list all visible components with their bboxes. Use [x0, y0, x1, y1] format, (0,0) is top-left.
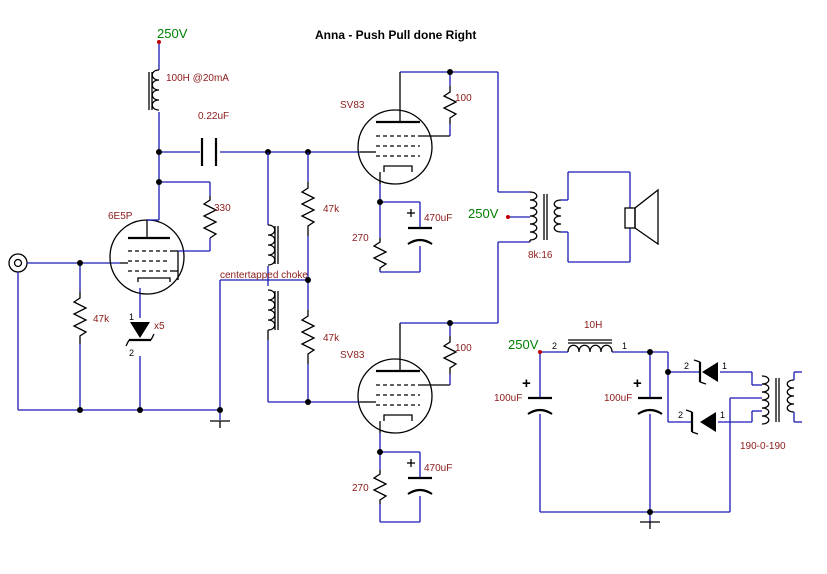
psu-choke-pin1: 1 [622, 341, 627, 351]
screen-resistor-top-label: 100 [455, 93, 472, 104]
coupling-cap-icon [200, 138, 218, 166]
diode2-pin2: 2 [678, 410, 683, 420]
output-transformer-label: 8k:16 [528, 250, 553, 261]
cathode-resistor-top-label: 270 [352, 233, 369, 244]
driver-tube-icon [109, 219, 185, 295]
speaker-icon [624, 188, 659, 246]
grid-resistor-bottom-icon [300, 310, 316, 364]
centertapped-choke-icon [267, 224, 279, 340]
output-transformer-wiring [508, 171, 631, 263]
led-label: x5 [154, 321, 165, 332]
supply-label-top: 250V [157, 26, 188, 41]
rectifier-diode1-icon [693, 359, 718, 385]
grid-resistor-bottom-label: 47k [323, 333, 340, 344]
psu-wiring [538, 349, 762, 522]
ground-symbol [210, 420, 230, 428]
input-jack [8, 253, 28, 273]
input-resistor-label: 47k [93, 314, 110, 325]
driver-resistor-label: 330 [214, 203, 231, 214]
grid-resistor-top-label: 47k [323, 204, 340, 215]
supply-label-psu: 250V [508, 337, 539, 352]
psu-cap1-plus: + [522, 375, 531, 392]
psu-cap1-label: 100uF [494, 393, 522, 404]
phase-split-wiring [267, 152, 360, 405]
output-tube-bottom-label: SV83 [340, 350, 365, 361]
psu-choke-icon [567, 339, 613, 353]
psu-choke-pin2: 2 [552, 341, 557, 351]
diode2-pin1: 1 [720, 410, 725, 420]
driver-resistor-icon [202, 196, 218, 239]
cathode-cap-top-label: 470uF [424, 213, 452, 224]
psu-cap1-icon [527, 396, 553, 415]
supply-label-opt: 250V [468, 206, 499, 221]
output-bottom-wiring [377, 241, 530, 523]
output-tube-bottom-icon [357, 323, 450, 434]
power-transformer-label: 190-0-190 [740, 441, 786, 452]
cathode-cap-top-icon [407, 209, 433, 245]
psu-cap2-icon [637, 396, 663, 415]
power-transformer-icon [752, 371, 802, 425]
screen-resistor-bottom-label: 100 [455, 343, 472, 354]
diode1-pin2: 2 [684, 361, 689, 371]
output-transformer-icon [529, 191, 562, 242]
screen-resistor-bottom-icon [442, 336, 458, 374]
grid-resistor-top-icon [300, 182, 316, 236]
psu-cap2-plus: + [633, 375, 642, 392]
output-top-wiring [377, 69, 530, 273]
cathode-resistor-bottom-icon [372, 470, 388, 504]
cathode-resistor-bottom-label: 270 [352, 483, 369, 494]
rectifier-diode2-icon [685, 409, 716, 435]
input-resistor [72, 292, 88, 344]
driver-tube-label: 6E5P [108, 211, 133, 222]
output-tube-top-label: SV83 [340, 100, 365, 111]
cathode-resistor-top-icon [372, 238, 388, 270]
cathode-cap-bottom-icon [407, 459, 433, 495]
coupling-cap-label: 0.22uF [198, 111, 229, 122]
anode-choke-icon [148, 69, 160, 111]
anode-choke-label: 100H @20mA [166, 73, 229, 84]
psu-choke-label: 10H [584, 320, 602, 331]
driver-wiring [147, 40, 360, 252]
centertapped-choke-label: centertapped choke [220, 270, 308, 281]
psu-ground-symbol [640, 521, 660, 529]
diode1-pin1: 1 [722, 361, 727, 371]
led-bias-icon [125, 322, 155, 347]
output-tube-top-icon [357, 72, 450, 185]
led-pin2: 2 [129, 348, 134, 358]
led-pin1: 1 [129, 312, 134, 322]
screen-resistor-top-icon [442, 86, 458, 124]
psu-cap2-label: 100uF [604, 393, 632, 404]
cathode-cap-bottom-label: 470uF [424, 463, 452, 474]
input-wiring [17, 260, 310, 420]
schematic-title: Anna - Push Pull done Right [315, 28, 476, 42]
